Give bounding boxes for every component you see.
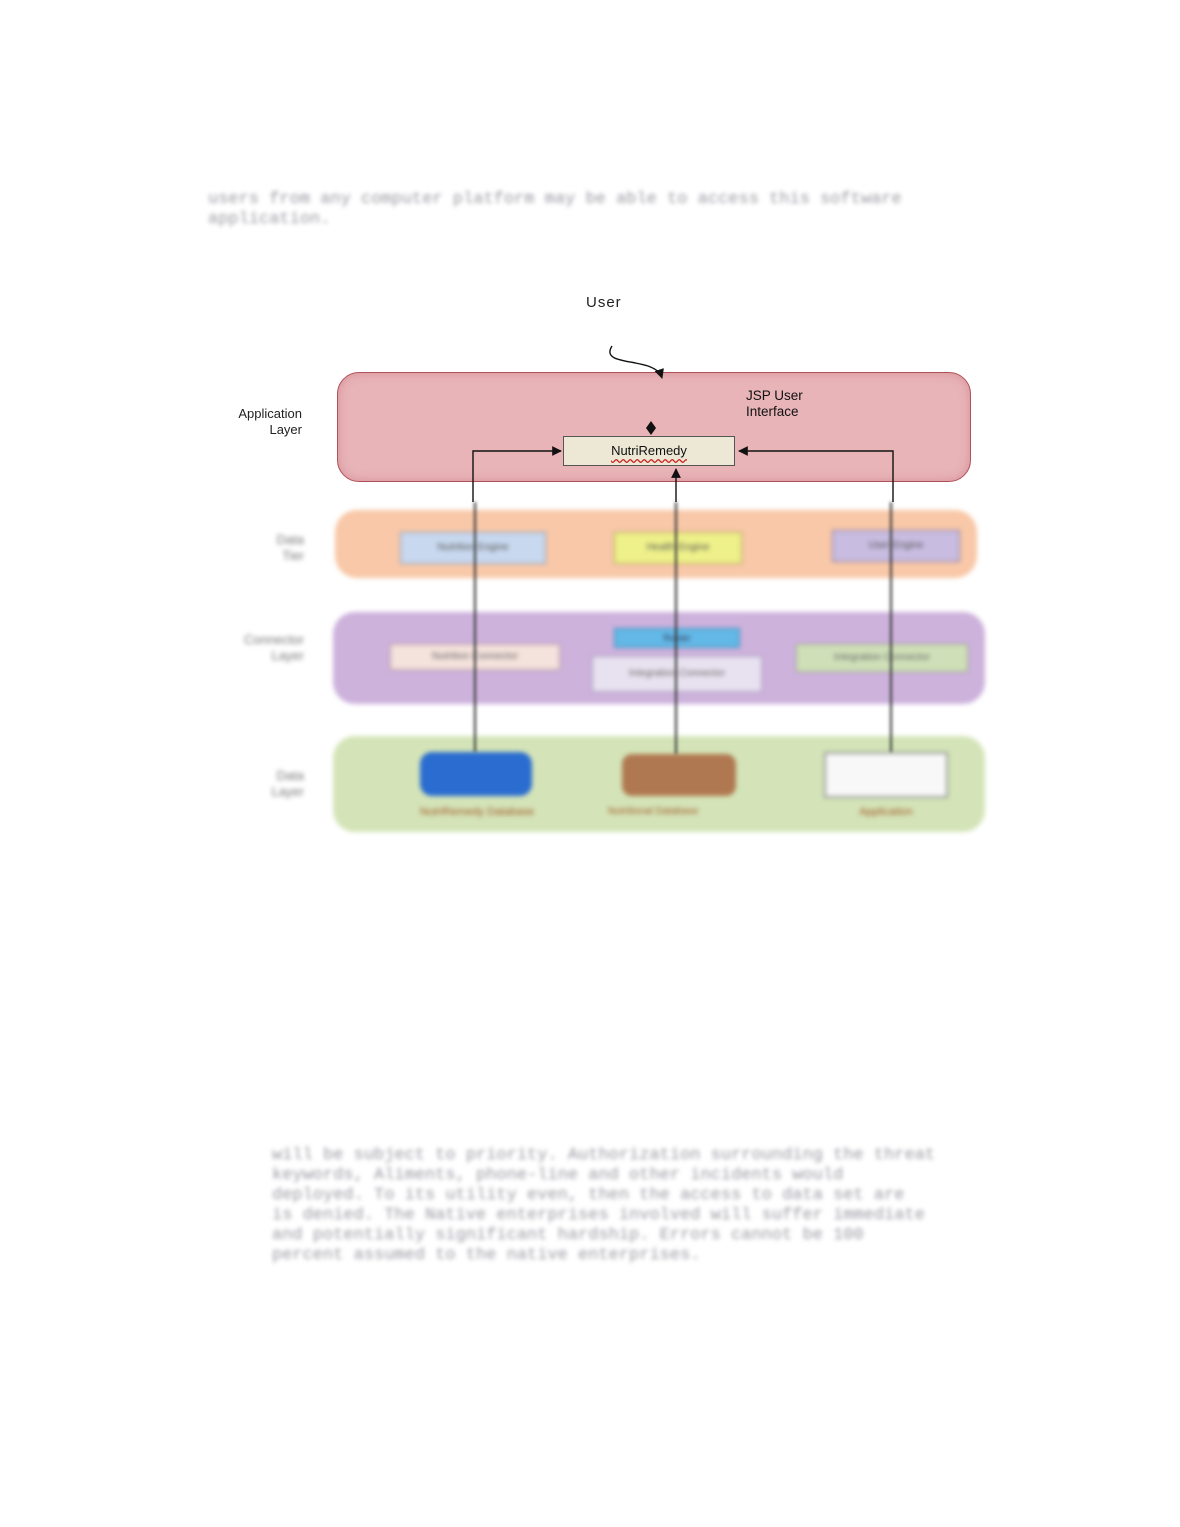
layer2-label: Data Tier [276, 532, 304, 563]
layer4-caption-right: Application [859, 806, 913, 818]
nutriremedy-label: NutriRemedy [611, 443, 687, 458]
aggregation-diamond-icon [646, 421, 656, 435]
layer2-box-right: User Engine [832, 530, 960, 562]
layer2-box-middle: Health Engine [614, 532, 742, 564]
layer2-box-middle-label: Health Engine [646, 542, 710, 553]
jsp-user-interface-label: JSP User Interface [746, 388, 803, 419]
layer3-label: Connector Layer [244, 632, 304, 663]
layer4-caption-middle: Nutritional Database [607, 806, 699, 817]
nutriremedy-box: NutriRemedy [563, 436, 735, 466]
layer4-caption-left: NutriRemedy Database [419, 806, 535, 818]
user-label: User [586, 294, 622, 311]
user-flow-arrow [609, 345, 664, 379]
database-cylinder-icon [420, 752, 532, 796]
layer2-box-right-label: User Engine [868, 540, 924, 551]
left-connector [472, 446, 562, 502]
layer2-box-left-label: Nutrition Engine [437, 542, 509, 553]
layer4-label: Data Layer [271, 768, 304, 799]
paragraph-top: users from any computer platform may be … [208, 190, 902, 229]
application-layer-label: Application Layer [238, 406, 302, 437]
document-panel-icon [824, 752, 948, 798]
storage-block-icon [622, 754, 736, 796]
layer2-box-left: Nutrition Engine [400, 532, 546, 564]
right-connector [738, 446, 894, 502]
paragraph-bottom: will be subject to priority. Authorizati… [272, 1146, 936, 1265]
layer3-box-right-label: Integration Connector [833, 652, 931, 663]
layer3-box-right: Integration Connector [796, 644, 968, 672]
